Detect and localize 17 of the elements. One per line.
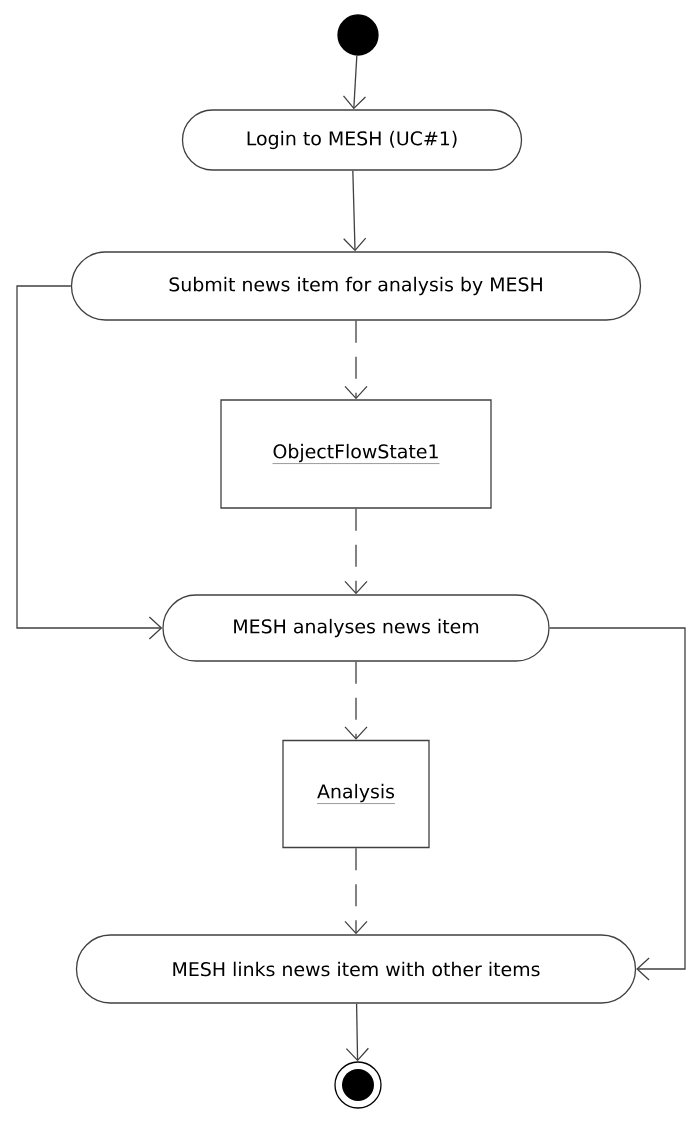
arrow	[344, 847, 368, 935]
action-state: MESH analyses news item	[162, 594, 550, 662]
arrow	[344, 320, 368, 400]
arrow	[343, 170, 367, 252]
arrow	[16, 285, 163, 640]
start-node	[337, 14, 379, 56]
arrow	[344, 661, 368, 740]
object-box: ObjectFlowState1	[220, 399, 492, 509]
action-state: MESH links news item with other items	[75, 934, 637, 1004]
arrow	[549, 627, 686, 981]
object-box: Analysis	[282, 739, 430, 849]
end-node	[334, 1061, 382, 1109]
action-state: Submit news item for analysis by MESH	[70, 251, 642, 321]
arrow	[345, 1003, 369, 1062]
arrow	[342, 55, 367, 110]
action-state: Login to MESH (UC#1)	[181, 109, 523, 171]
arrow	[344, 508, 368, 595]
